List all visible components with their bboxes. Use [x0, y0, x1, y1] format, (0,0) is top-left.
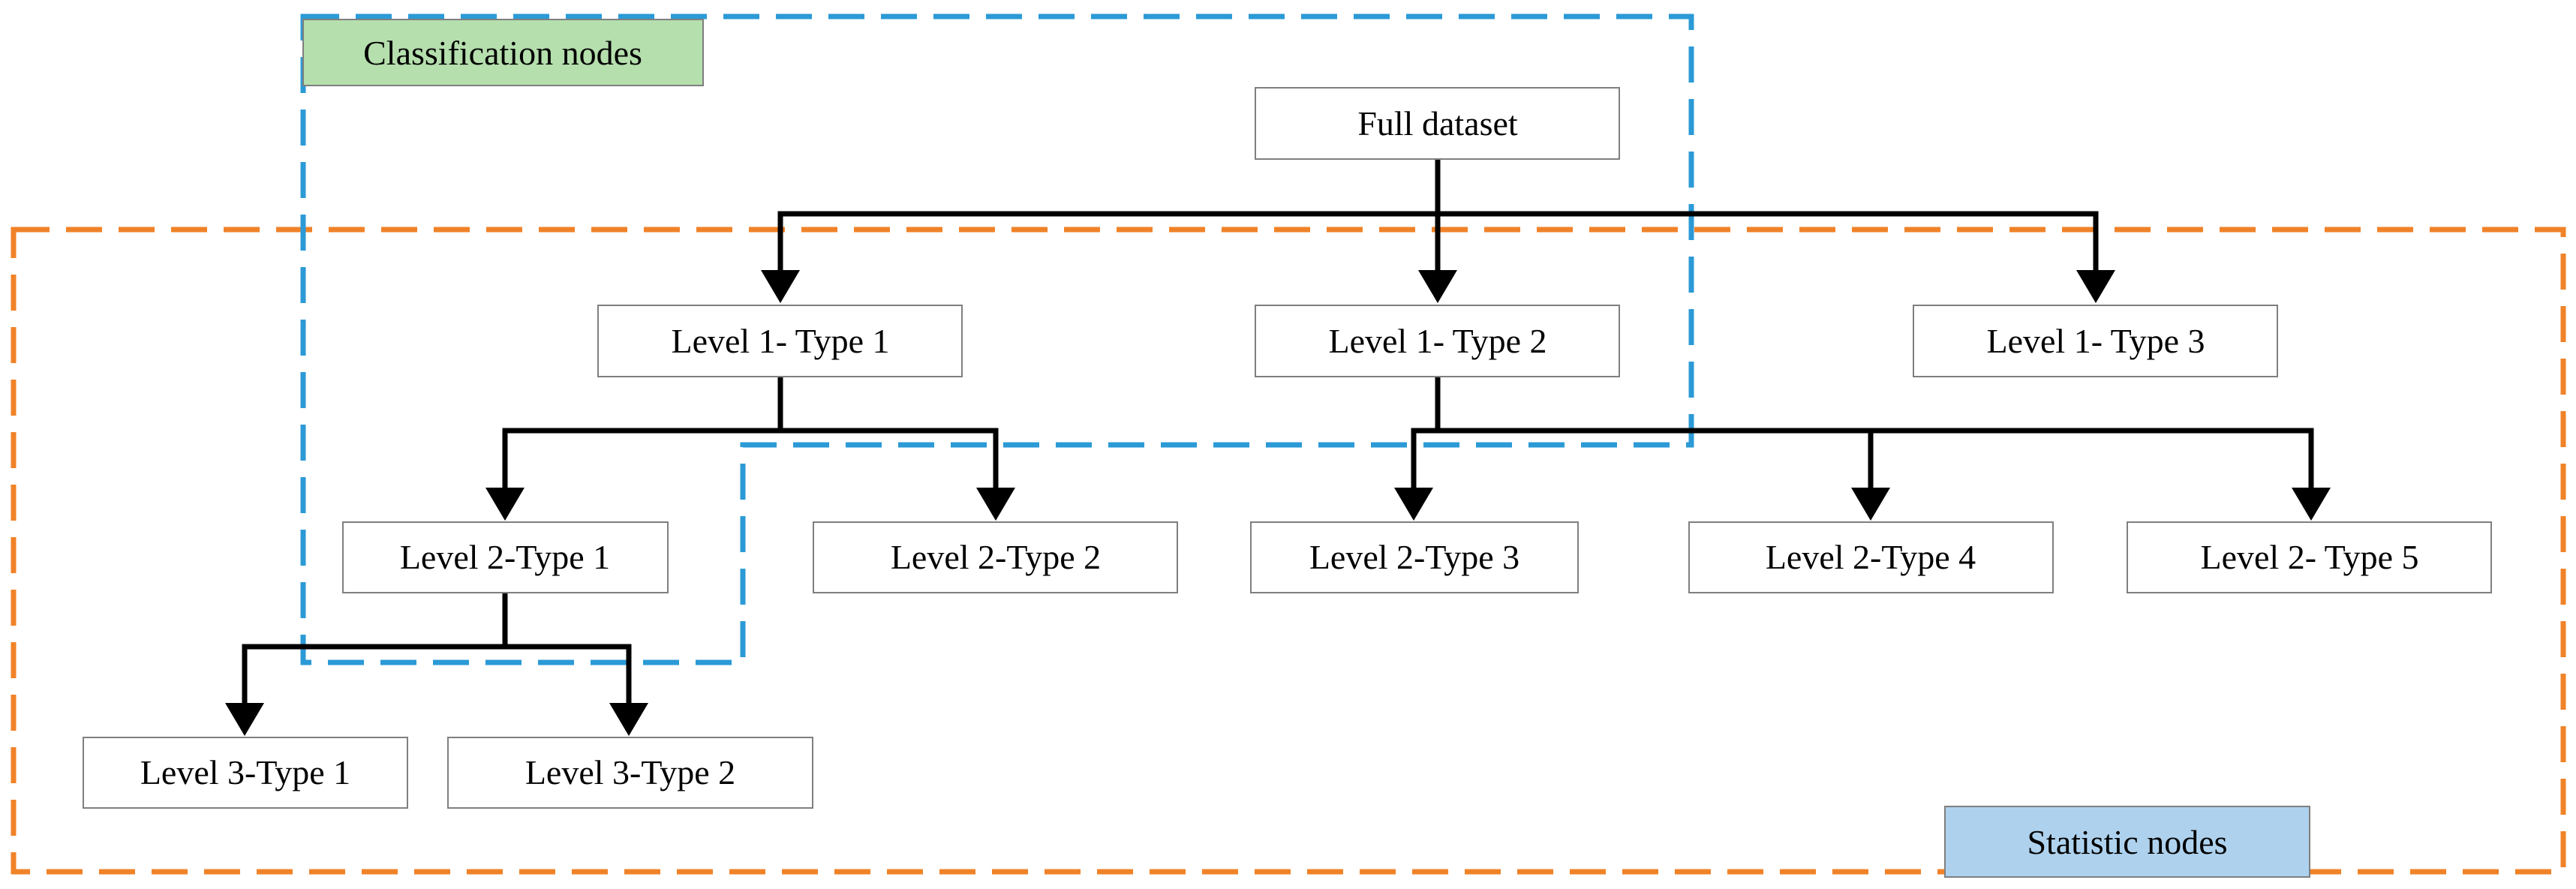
arrowheads [225, 270, 2331, 736]
node-level2-type4-box [1688, 521, 2054, 593]
arrowhead-l1-t2 [1418, 270, 1457, 303]
classification-legend: Classification nodes [302, 19, 704, 86]
arrowhead-l1-t3 [2076, 270, 2115, 303]
node-level1-type3-label: Level 1- Type 3 [1986, 322, 2205, 360]
node-level2-type1: Level 2-Type 1 [342, 521, 669, 593]
arrowhead-l2-t1 [485, 488, 525, 521]
node-level2-type2-box [813, 521, 1178, 593]
connectors [242, 156, 2314, 712]
node-level3-type2-box [447, 737, 813, 809]
arrowhead-l2-t4 [1851, 488, 1890, 521]
node-level2-type4-label: Level 2-Type 4 [1766, 538, 1976, 576]
node-level1-type1-box [597, 305, 963, 377]
arrowhead-l3-t2 [609, 703, 648, 736]
node-level1-type1: Level 1- Type 1 [597, 305, 963, 377]
node-level2-type3-label: Level 2-Type 3 [1309, 538, 1519, 576]
node-level3-type2-label: Level 3-Type 2 [525, 753, 735, 791]
node-level1-type2: Level 1- Type 2 [1255, 305, 1620, 377]
statistic-legend-label: Statistic nodes [2027, 823, 2227, 861]
node-level2-type5-box [2127, 521, 2492, 593]
arrowhead-l2-t2 [976, 488, 1015, 521]
node-level1-type3: Level 1- Type 3 [1913, 305, 2278, 377]
node-root-box [1255, 87, 1620, 160]
node-level1-type3-box [1913, 305, 2278, 377]
arrowhead-l1-t1 [761, 270, 800, 303]
node-level2-type1-label: Level 2-Type 1 [400, 538, 610, 576]
arrowhead-l2-t3 [1394, 488, 1433, 521]
node-level1-type2-label: Level 1- Type 2 [1328, 322, 1547, 360]
node-level2-type5: Level 2- Type 5 [2127, 521, 2492, 593]
node-level2-type3: Level 2-Type 3 [1250, 521, 1579, 593]
classification-region-border [300, 14, 1694, 665]
statistic-legend-box [1944, 806, 2310, 878]
node-level2-type4: Level 2-Type 4 [1688, 521, 2054, 593]
node-level3-type1-label: Level 3-Type 1 [140, 753, 350, 791]
node-level2-type2: Level 2-Type 2 [813, 521, 1178, 593]
node-level2-type1-box [342, 521, 669, 593]
node-level3-type1: Level 3-Type 1 [83, 737, 408, 809]
node-level2-type2-label: Level 2-Type 2 [891, 538, 1101, 576]
node-root: Full dataset [1255, 87, 1620, 160]
arrowhead-l3-t1 [225, 703, 264, 736]
statistic-legend: Statistic nodes [1944, 806, 2310, 878]
node-root-label: Full dataset [1357, 104, 1518, 143]
classification-legend-label: Classification nodes [363, 34, 642, 72]
classification-legend-box [302, 19, 704, 86]
node-level1-type1-label: Level 1- Type 1 [671, 322, 889, 360]
statistic-region-border [11, 227, 2566, 875]
node-level3-type2: Level 3-Type 2 [447, 737, 813, 809]
arrowhead-l2-t5 [2292, 488, 2331, 521]
node-level2-type3-box [1250, 521, 1579, 593]
node-level1-type2-box [1255, 305, 1620, 377]
node-level2-type5-label: Level 2- Type 5 [2200, 538, 2418, 576]
node-level3-type1-box [83, 737, 408, 809]
